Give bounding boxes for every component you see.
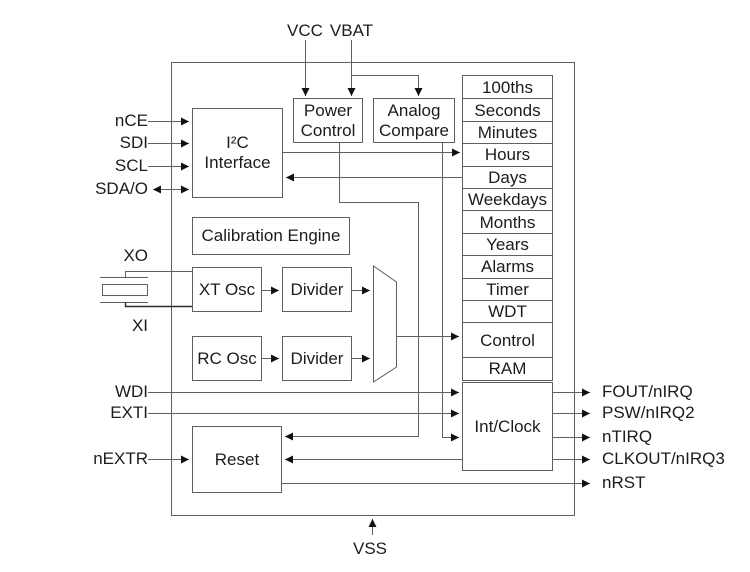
register-row-days: Days — [463, 165, 552, 188]
pin-scl: SCL — [114, 156, 148, 175]
pin-nextr: nEXTR — [93, 449, 148, 468]
wire-analog-compare-to-int-clock — [442, 143, 459, 442]
register-row-wdt: WDT — [463, 299, 552, 323]
wire-vbat-to-analog-compare — [351, 75, 423, 96]
pin-exti: EXTI — [110, 403, 148, 422]
register-row-ram: RAM — [463, 357, 552, 380]
pin-xo: XO — [123, 246, 148, 265]
register-row-hours: Hours — [463, 143, 552, 166]
wire-power-control-to-reset — [285, 143, 419, 441]
pin-psw: PSW/nIRQ2 — [602, 403, 695, 422]
pin-nrst: nRST — [602, 473, 646, 492]
register-row-minutes: Minutes — [463, 120, 552, 144]
pin-nce: nCE — [114, 111, 148, 130]
register-stack: 100ths Seconds Minutes Hours Days Weekda… — [462, 75, 553, 381]
chip-boundary — [171, 62, 575, 516]
block-power-control: Power Control — [293, 98, 363, 143]
register-row-alarms: Alarms — [463, 255, 552, 278]
crystal-symbol — [100, 271, 192, 308]
top-pin-labels: VCC VBAT — [287, 21, 373, 41]
pin-sda: SDA/O — [95, 179, 148, 198]
register-row-months: Months — [463, 210, 552, 233]
block-divider-xt: Divider — [282, 267, 352, 312]
register-row-years: Years — [463, 232, 552, 256]
register-row-weekdays: Weekdays — [463, 187, 552, 211]
block-analog-compare: Analog Compare — [373, 98, 455, 143]
block-rc-osc: RC Osc — [192, 336, 262, 381]
block-xt-osc: XT Osc — [192, 267, 262, 312]
pin-clkout: CLKOUT/nIRQ3 — [602, 449, 725, 468]
pin-vcc: VCC — [287, 21, 323, 40]
pin-sdi: SDI — [119, 133, 148, 152]
pin-fout: FOUT/nIRQ — [602, 382, 693, 401]
block-int-clock: Int/Clock — [462, 382, 553, 471]
pin-wdi: WDI — [114, 382, 148, 401]
pin-xi: XI — [131, 316, 148, 335]
block-divider-rc: Divider — [282, 336, 352, 381]
pin-ntirq: nTIRQ — [602, 427, 653, 446]
block-i2c-line1: I²C — [226, 133, 249, 153]
block-reset: Reset — [192, 426, 282, 493]
block-i2c-interface: I²C Interface — [192, 108, 283, 198]
pin-vss: VSS — [353, 539, 388, 558]
clock-mux — [373, 265, 397, 383]
block-i2c-line2: Interface — [204, 153, 271, 172]
pin-vbat: VBAT — [329, 21, 374, 40]
register-row-control: Control — [463, 322, 552, 358]
register-row-100ths: 100ths — [463, 76, 552, 99]
block-calibration-engine: Calibration Engine — [192, 217, 350, 255]
register-row-seconds: Seconds — [463, 98, 552, 121]
register-row-timer: Timer — [463, 277, 552, 300]
